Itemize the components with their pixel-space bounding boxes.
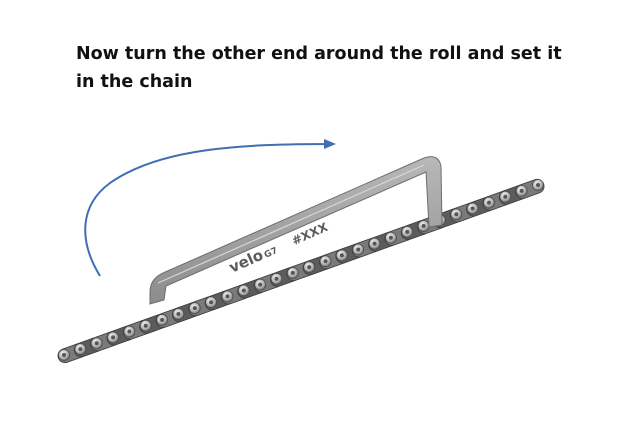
chain-pin: [356, 247, 361, 252]
chain-pin: [519, 188, 524, 193]
chain-pin: [290, 270, 295, 275]
chain-pin: [111, 335, 116, 340]
curved-arrow-icon: [84, 139, 336, 277]
chain-pin: [323, 259, 328, 264]
chain-pin: [192, 306, 197, 311]
chain-pin: [486, 200, 491, 205]
chain-pin: [127, 329, 132, 334]
chain-pin: [94, 341, 99, 346]
chain-pin: [388, 235, 393, 240]
chain-pin: [241, 288, 246, 293]
chain-pin: [421, 224, 426, 229]
chain-pin: [62, 353, 66, 357]
chain-pin: [454, 212, 459, 217]
chain-pin: [307, 265, 312, 270]
chain-pin: [470, 206, 475, 211]
chain-pin: [258, 282, 263, 287]
tool-body: [149, 156, 443, 305]
chain-pin: [78, 347, 83, 352]
chain-wear-gauge-icon: velo G7 #XXX: [149, 156, 443, 305]
chain-pin: [503, 194, 508, 199]
chain-pin: [372, 241, 377, 246]
chain-pin: [176, 311, 181, 316]
chain-pin: [143, 323, 148, 328]
chain-pin: [209, 300, 214, 305]
chain-pin: [225, 294, 230, 299]
tool-edge-highlight: [157, 164, 425, 284]
chain-pin: [339, 253, 344, 258]
chain-pin: [405, 229, 410, 234]
chain-pin: [274, 276, 279, 281]
bicycle-chain-icon: [57, 178, 545, 364]
instruction-text: Now turn the other end around the roll a…: [76, 44, 562, 92]
tool-brand-suffix: G7: [263, 246, 280, 261]
chain-pin: [536, 183, 540, 187]
chain-pin: [160, 317, 165, 322]
